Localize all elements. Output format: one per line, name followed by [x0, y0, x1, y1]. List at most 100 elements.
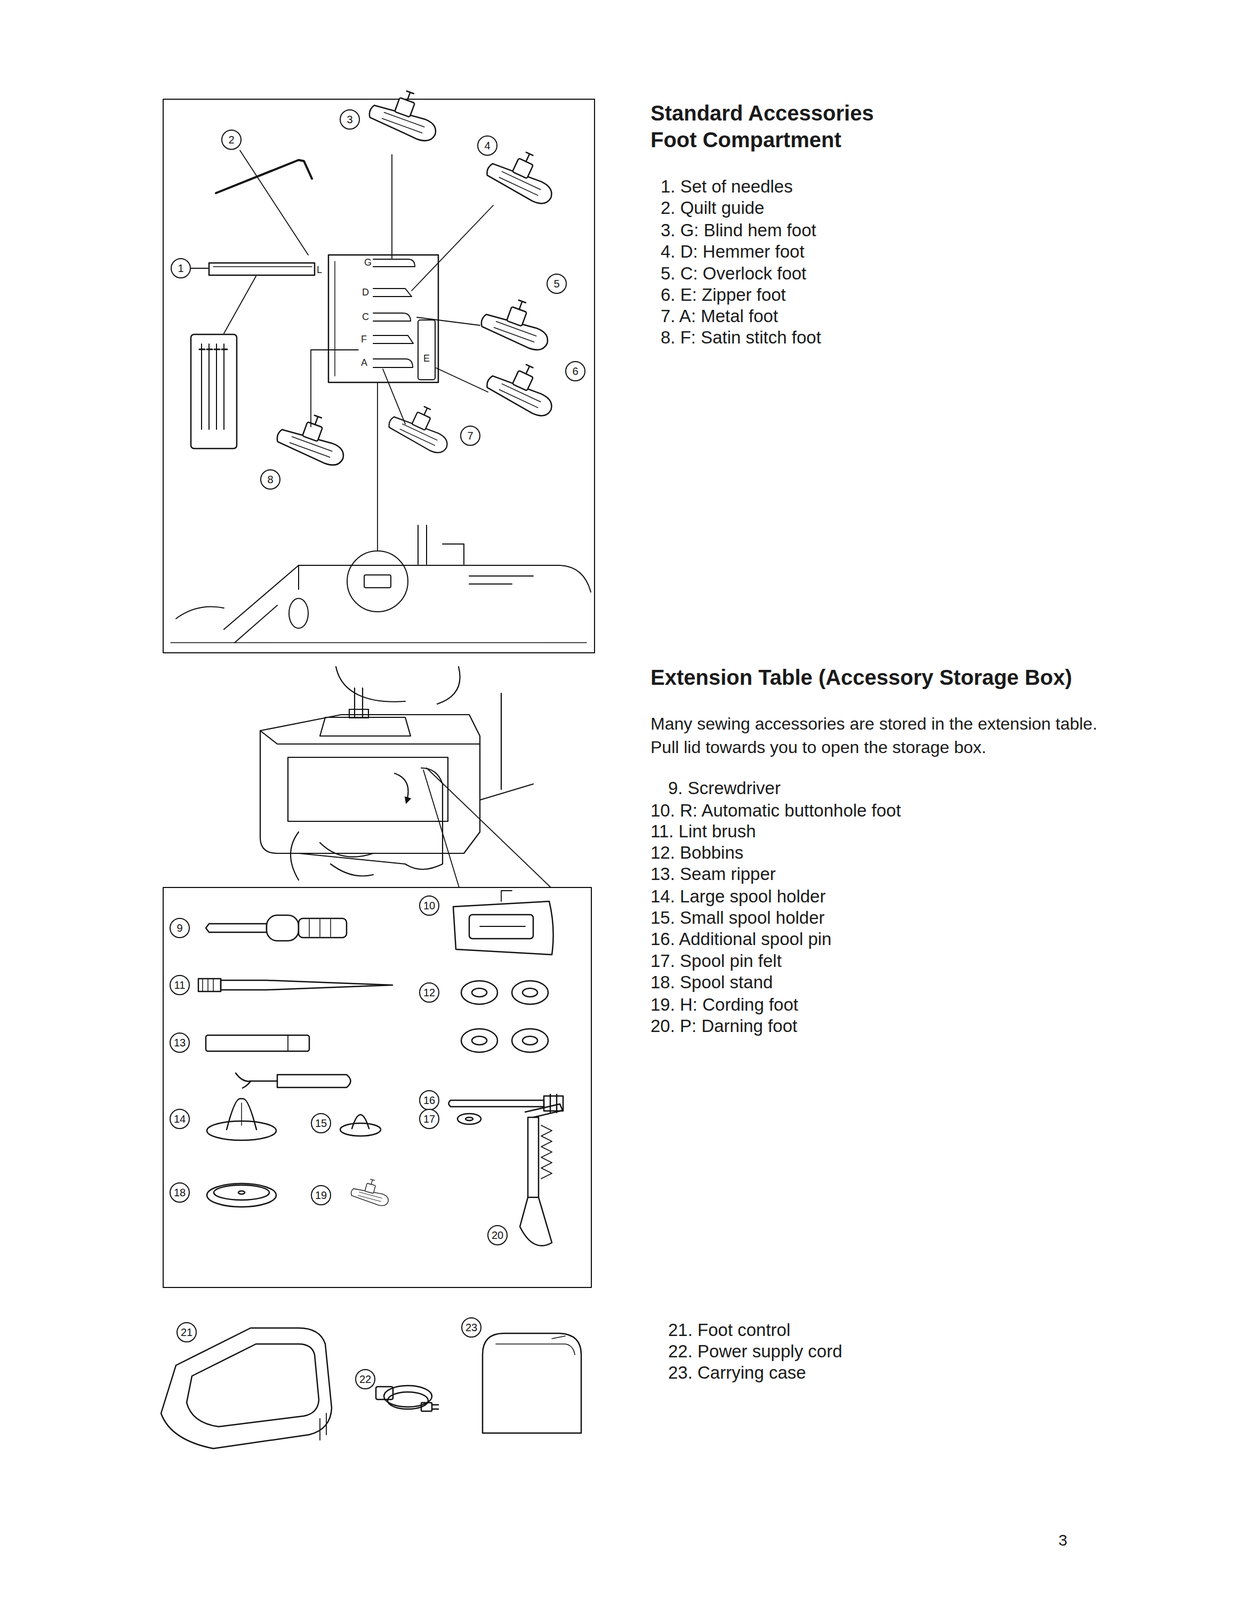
callout-text: 7 — [467, 430, 473, 441]
callout-number: 19 — [310, 1184, 332, 1206]
callout-number: 6 — [565, 360, 586, 382]
callout-text: 9 — [176, 922, 183, 934]
slot-letter: E — [423, 352, 430, 365]
list-item: 21. Foot control — [668, 1319, 791, 1341]
callout-text: 19 — [315, 1189, 327, 1201]
callout-number: 5 — [546, 273, 567, 294]
callout-text: 2 — [228, 134, 235, 146]
list-item: 7. A: Metal foot — [660, 305, 778, 327]
panel-frame — [163, 99, 595, 653]
page-number: 3 — [1058, 1530, 1068, 1550]
list-item: 18. Spool stand — [650, 971, 773, 993]
foot-compartment — [328, 254, 439, 383]
list-item: 9. Screwdriver — [668, 777, 781, 799]
callout-text: 15 — [315, 1117, 327, 1129]
callout-text: 18 — [173, 1186, 186, 1198]
callout-number: 18 — [169, 1182, 190, 1203]
list-item: 23. Carrying case — [668, 1361, 807, 1384]
list-item: 11. Lint brush — [650, 820, 757, 842]
spool-stand — [206, 1183, 277, 1207]
machine-bed — [170, 525, 591, 643]
presser-feet — [274, 81, 564, 469]
callout-text: 6 — [572, 365, 579, 377]
list-item: 6. E: Zipper foot — [660, 284, 786, 306]
callout-text: 14 — [173, 1113, 186, 1125]
foot-control — [161, 1327, 332, 1449]
darning-foot — [519, 1103, 563, 1246]
section-heading: Extension Table (Accessory Storage Box) — [650, 664, 1073, 690]
list-item: 14. Large spool holder — [650, 885, 826, 908]
callout-number: 13 — [169, 1032, 190, 1053]
slot-letter: A — [360, 357, 368, 369]
callout-number: 20 — [487, 1224, 508, 1246]
callout-number: 14 — [169, 1108, 190, 1129]
callout-number: 17 — [419, 1108, 440, 1129]
list-item: 8. F: Satin stitch foot — [660, 326, 822, 349]
callout-text: 16 — [423, 1094, 436, 1106]
callout-number: 9 — [169, 917, 190, 938]
spool-pin-felt — [457, 1113, 481, 1125]
list-item: 17. Spool pin felt — [650, 950, 782, 972]
list-item: 15. Small spool holder — [650, 907, 825, 929]
callout-text: 23 — [465, 1321, 478, 1333]
callout-text: 4 — [484, 140, 491, 151]
slot-letter: C — [362, 311, 369, 324]
extension-table-illustration — [260, 666, 551, 888]
callout-text: 22 — [359, 1373, 372, 1385]
callout-number: 7 — [460, 425, 481, 446]
slot-letter: G — [364, 257, 372, 269]
needle-slot — [190, 262, 315, 334]
callout-number: 15 — [310, 1112, 332, 1134]
list-item: 1. Set of needles — [660, 175, 793, 198]
section-heading: Foot Compartment — [650, 126, 842, 153]
callout-text: 1 — [177, 262, 184, 274]
list-item: 5. C: Overlock foot — [660, 262, 807, 285]
leader-lines — [310, 154, 494, 551]
list-item: 12. Bobbins — [650, 841, 744, 864]
panel-frame — [163, 887, 592, 1288]
list-item: 16. Additional spool pin — [650, 928, 832, 950]
callout-number: 10 — [419, 895, 440, 916]
slot-letter: D — [362, 286, 369, 299]
list-item: 2. Quilt guide — [660, 197, 765, 219]
section-heading: Standard Accessories — [650, 100, 874, 126]
spool-pin — [448, 1094, 564, 1113]
seam-ripper — [205, 1034, 351, 1088]
body-text: Many sewing accessories are stored in th… — [650, 712, 1104, 759]
callout-number: 16 — [419, 1089, 440, 1111]
screwdriver — [205, 915, 347, 941]
callout-text: 8 — [267, 474, 274, 485]
list-item: 4. D: Hemmer foot — [660, 241, 805, 263]
list-item: 19. H: Cording foot — [650, 993, 799, 1016]
callout-number: 21 — [176, 1321, 197, 1343]
needle-pack — [190, 334, 237, 449]
list-item: 10. R: Automatic buttonhole foot — [650, 799, 902, 822]
callout-number: 4 — [477, 135, 498, 156]
callout-number: 23 — [461, 1317, 482, 1338]
callout-text: 3 — [346, 114, 353, 125]
callout-text: 13 — [173, 1037, 186, 1048]
bobbins — [461, 980, 549, 1053]
callout-number: 12 — [419, 982, 440, 1003]
callout-number: 8 — [260, 469, 281, 490]
carrying-case — [482, 1333, 582, 1433]
callout-number: 11 — [169, 974, 190, 995]
lint-brush — [198, 978, 393, 992]
quilt-guide — [215, 150, 312, 255]
slot-letter: F — [360, 333, 367, 346]
callout-text: 21 — [180, 1326, 193, 1338]
callout-text: 20 — [491, 1229, 504, 1241]
callout-text: 12 — [423, 986, 436, 998]
callout-text: 11 — [174, 979, 186, 991]
list-item: 20. P: Darning foot — [650, 1015, 798, 1037]
list-item: 22. Power supply cord — [668, 1340, 843, 1362]
callout-text: 5 — [553, 278, 560, 290]
callout-text: 10 — [423, 900, 436, 911]
callout-number: 2 — [221, 129, 242, 150]
callout-number: 22 — [355, 1368, 376, 1390]
callout-number: 1 — [170, 258, 191, 279]
spool-holders — [206, 1098, 381, 1141]
power-cord — [375, 1385, 439, 1411]
